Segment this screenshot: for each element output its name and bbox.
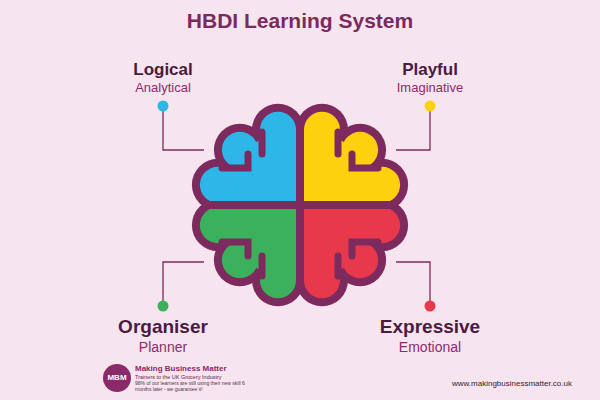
leader-lines [163,111,430,301]
organiser-lobe [200,209,296,298]
quadrant-trait: Emotional [399,339,461,355]
playful-lobe [304,112,400,201]
leader-dot [425,101,436,112]
logo-name: Making Business Matter [135,364,227,373]
leader-dot [158,301,169,312]
logical-lobe [200,112,296,201]
brain-folds [222,132,378,276]
leader-dot [158,101,169,112]
quadrant-trait: Imaginative [397,81,463,96]
quadrant-name: Expressive [380,316,480,338]
logo-badge [103,364,131,392]
expressive-lobe [304,209,400,298]
website-url: www.makingbusinessmatter.co.uk [452,379,572,388]
quadrant-trait: Analytical [135,81,191,96]
logo-tagline: Trainers to the UK Grocery Industry [135,374,222,380]
logo-initials: MBM [107,373,126,382]
logo-note: 98% of our learners are still using thei… [135,381,260,393]
leader-dot [425,301,436,312]
quadrant-trait: Planner [139,339,187,355]
quadrant-name: Playful [402,60,458,80]
diagram-title: HBDI Learning System [187,9,413,33]
quadrant-name: Logical [133,60,193,80]
quadrant-name: Organiser [118,316,208,338]
brain-outline [192,104,408,307]
